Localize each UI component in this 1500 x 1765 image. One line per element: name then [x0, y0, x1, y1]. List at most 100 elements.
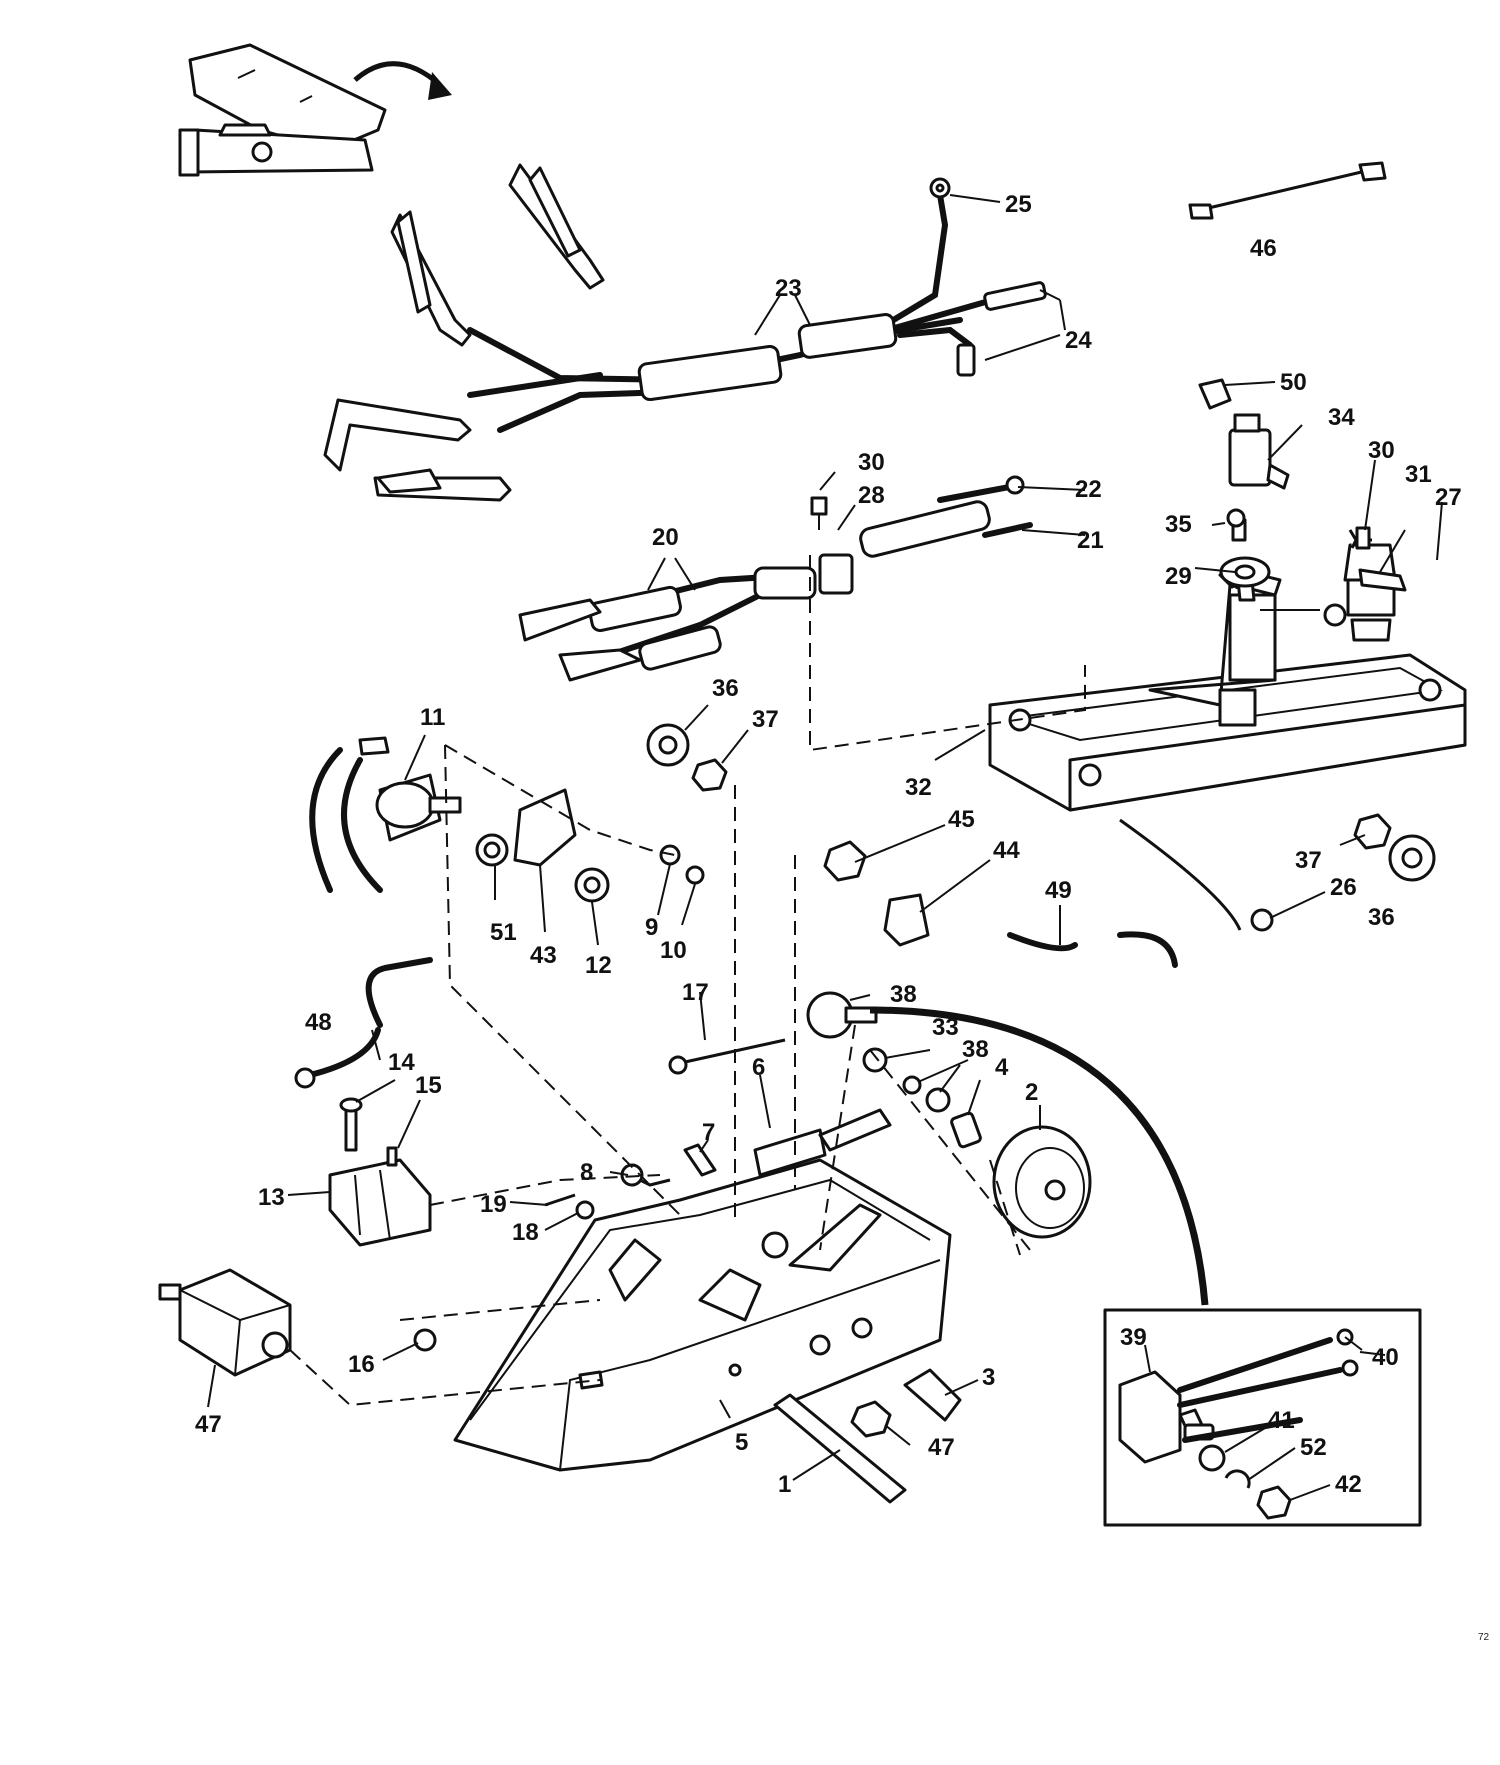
callout-1: 1	[778, 1471, 791, 1498]
callout-24: 24	[1065, 327, 1092, 354]
nut-18	[575, 1200, 595, 1220]
callout-22: 22	[1075, 476, 1102, 503]
callout-27: 27	[1435, 484, 1462, 511]
callout-3: 3	[982, 1364, 995, 1391]
callout-50: 50	[1280, 369, 1307, 396]
solenoid-assembly	[309, 736, 705, 903]
speed-knob-2	[992, 1125, 1092, 1239]
cover-leader-arc	[1119, 818, 1242, 931]
wire-46-terminal-b	[1358, 161, 1387, 182]
dashed-line-breaker	[289, 1299, 601, 1407]
plug-26	[1250, 908, 1274, 932]
callout-6: 6	[752, 1054, 765, 1081]
battery-cable-harness	[323, 163, 1047, 502]
callout-25: 25	[1005, 191, 1032, 218]
wire-48-ring	[294, 1067, 316, 1089]
callout-19: 19	[480, 1191, 507, 1218]
callout-35: 35	[1165, 511, 1192, 538]
lamp-16	[413, 1328, 437, 1352]
screw-15	[386, 1146, 398, 1167]
callout-46: 46	[1250, 235, 1277, 262]
wire-49	[1007, 931, 1178, 968]
callout-39: 39	[1120, 1324, 1147, 1351]
circuit-breaker-47-terminal	[158, 1283, 182, 1301]
nut-37-left	[691, 758, 728, 792]
callout-9: 9	[645, 914, 658, 941]
inset-connector-arc	[869, 1006, 1209, 1306]
screw-14	[344, 1106, 358, 1152]
callout-21: 21	[1077, 527, 1104, 554]
switch-44	[883, 893, 930, 947]
callout-4: 4	[995, 1054, 1009, 1081]
washer-38	[902, 1075, 922, 1095]
callout-labels: 25 46 23 24 50 34 30 31 27 30 28 22 21 3…	[195, 191, 1490, 1643]
jumper-cable-assembly	[518, 475, 1033, 682]
callout-15: 15	[415, 1072, 442, 1099]
rotation-arrow	[353, 61, 442, 87]
callout-14: 14	[388, 1049, 415, 1076]
bushing-36-left-bore	[658, 735, 678, 755]
nut-37-right	[1353, 813, 1392, 850]
callout-31: 31	[1405, 461, 1432, 488]
callout-52: 52	[1300, 1434, 1327, 1461]
callout-48: 48	[305, 1009, 332, 1036]
bushing-36-right-bore	[1401, 847, 1423, 869]
callout-18: 18	[512, 1219, 539, 1246]
callout-38-top: 38	[890, 981, 917, 1008]
wire-46-terminal-a	[1188, 203, 1214, 220]
dashed-line-terminal-13	[429, 1174, 661, 1206]
callout-43: 43	[530, 942, 557, 969]
callout-38-mid: 38	[962, 1036, 989, 1063]
nut-47	[850, 1400, 892, 1438]
callout-36-right: 36	[1368, 904, 1395, 931]
rotation-arrowhead	[428, 72, 452, 100]
callout-41: 41	[1268, 1407, 1295, 1434]
terminal-block-13-dividers	[354, 1169, 391, 1241]
callout-40: 40	[1372, 1344, 1399, 1371]
wire-17-ring	[668, 1055, 688, 1075]
wire-48	[307, 957, 433, 1078]
lockwasher-33	[862, 1047, 888, 1073]
callout-51: 51	[490, 919, 517, 946]
callout-26: 26	[1330, 874, 1357, 901]
callout-34: 34	[1328, 404, 1355, 431]
spacer-4	[950, 1111, 982, 1149]
nut-45	[823, 840, 867, 882]
callout-32: 32	[905, 774, 932, 801]
wire-46	[1199, 168, 1371, 212]
callout-37-left: 37	[752, 706, 779, 733]
callout-7: 7	[702, 1119, 715, 1146]
callout-28: 28	[858, 482, 885, 509]
callout-8: 8	[580, 1159, 593, 1186]
speed-knob-2-face	[1015, 1147, 1085, 1229]
pin-19	[544, 1193, 576, 1207]
dashed-line-knob-2	[869, 1049, 1031, 1256]
callout-49: 49	[1045, 877, 1072, 904]
callout-29: 29	[1165, 563, 1192, 590]
control-box-cover	[988, 583, 1467, 812]
callout-30-left: 30	[858, 449, 885, 476]
speed-knob-2-hub	[1044, 1179, 1066, 1201]
callout-45: 45	[948, 806, 975, 833]
callout-11: 11	[420, 704, 445, 731]
callout-47-left: 47	[195, 1411, 222, 1438]
callout-23: 23	[775, 275, 802, 302]
shaft-1	[773, 1393, 907, 1504]
pin-7	[683, 1143, 717, 1177]
leader-lines	[207, 194, 1443, 1501]
callout-42: 42	[1335, 1471, 1362, 1498]
potentiometer-38-shaft	[844, 1006, 878, 1024]
callout-2: 2	[1025, 1079, 1038, 1106]
main-housing	[453, 1158, 952, 1472]
callout-5: 5	[735, 1429, 748, 1456]
nut-38	[925, 1087, 951, 1113]
circuit-breaker-47-button	[261, 1331, 289, 1359]
callout-36-left: 36	[712, 675, 739, 702]
dashed-line-11-to-9	[444, 744, 681, 1216]
callout-12: 12	[585, 952, 612, 979]
slider-6-arm	[818, 1108, 892, 1152]
fuse-holder-3	[903, 1368, 962, 1422]
callout-17: 17	[682, 979, 709, 1006]
foot-pedal-illustration	[178, 43, 387, 177]
